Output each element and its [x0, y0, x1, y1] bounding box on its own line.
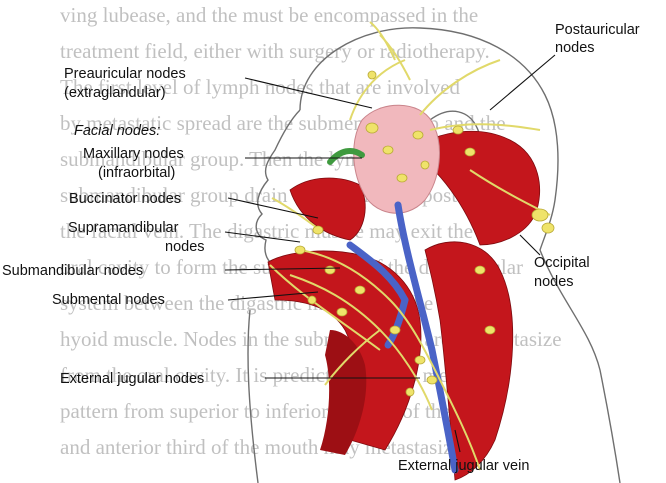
background-text-line: and anterior third of the mouth may meta… [60, 435, 462, 459]
background-text-line: ving lubease, and the must be encompasse… [60, 3, 478, 27]
external-jugular-nodes-label: External jugular nodes [60, 371, 204, 387]
lymph-node [295, 246, 305, 254]
lymph-node [390, 326, 400, 334]
facial-nodes-heading: Facial nodes: [74, 123, 160, 139]
lymph-node [397, 174, 407, 182]
lymph-node [337, 308, 347, 316]
lymph-node [415, 356, 425, 364]
lymph-node [453, 126, 463, 134]
lymph-node [465, 148, 475, 156]
lymph-node [427, 376, 437, 384]
lymph-node [366, 123, 378, 133]
background-text-line: treatment field, either with surgery or … [60, 39, 490, 63]
buccinator-label: Buccinator nodes [69, 191, 181, 207]
occipital-label-line1: Occipital [534, 255, 590, 271]
occipital-label-line2: nodes [534, 274, 574, 290]
parotid-gland [354, 105, 440, 213]
lymph-node [368, 71, 376, 79]
lymph-node [383, 146, 393, 154]
lymph-node [485, 326, 495, 334]
lymph-node [421, 161, 429, 169]
supramandibular-label-line2: nodes [165, 239, 205, 255]
lymph-node [308, 296, 316, 304]
submental-label: Submental nodes [52, 292, 165, 308]
supramandibular-label-line1: Supramandibular [68, 220, 179, 236]
submandibular-label: Submandibular nodes [2, 263, 143, 279]
lymph-node [413, 131, 423, 139]
lymph-node [532, 209, 548, 221]
lymph-node [355, 286, 365, 294]
lymph-node [475, 266, 485, 274]
preauricular-label-line2: (extraglandular) [64, 85, 166, 101]
lymph-node [313, 226, 323, 234]
lymph-node [542, 223, 554, 233]
external-jugular-vein-label: External jugular vein [398, 458, 529, 474]
lymph-node [406, 388, 414, 396]
maxillary-label-line1: Maxillary nodes [83, 146, 184, 162]
background-text-line: pattern from superior to inferior. Cance… [60, 399, 486, 423]
maxillary-label-line2: (infraorbital) [98, 165, 175, 181]
postauricular-label-line2: nodes [555, 40, 595, 56]
postauricular-label-line1: Postauricular [555, 22, 640, 38]
lymph-node [325, 266, 335, 274]
preauricular-label-line1: Preauricular nodes [64, 66, 186, 82]
